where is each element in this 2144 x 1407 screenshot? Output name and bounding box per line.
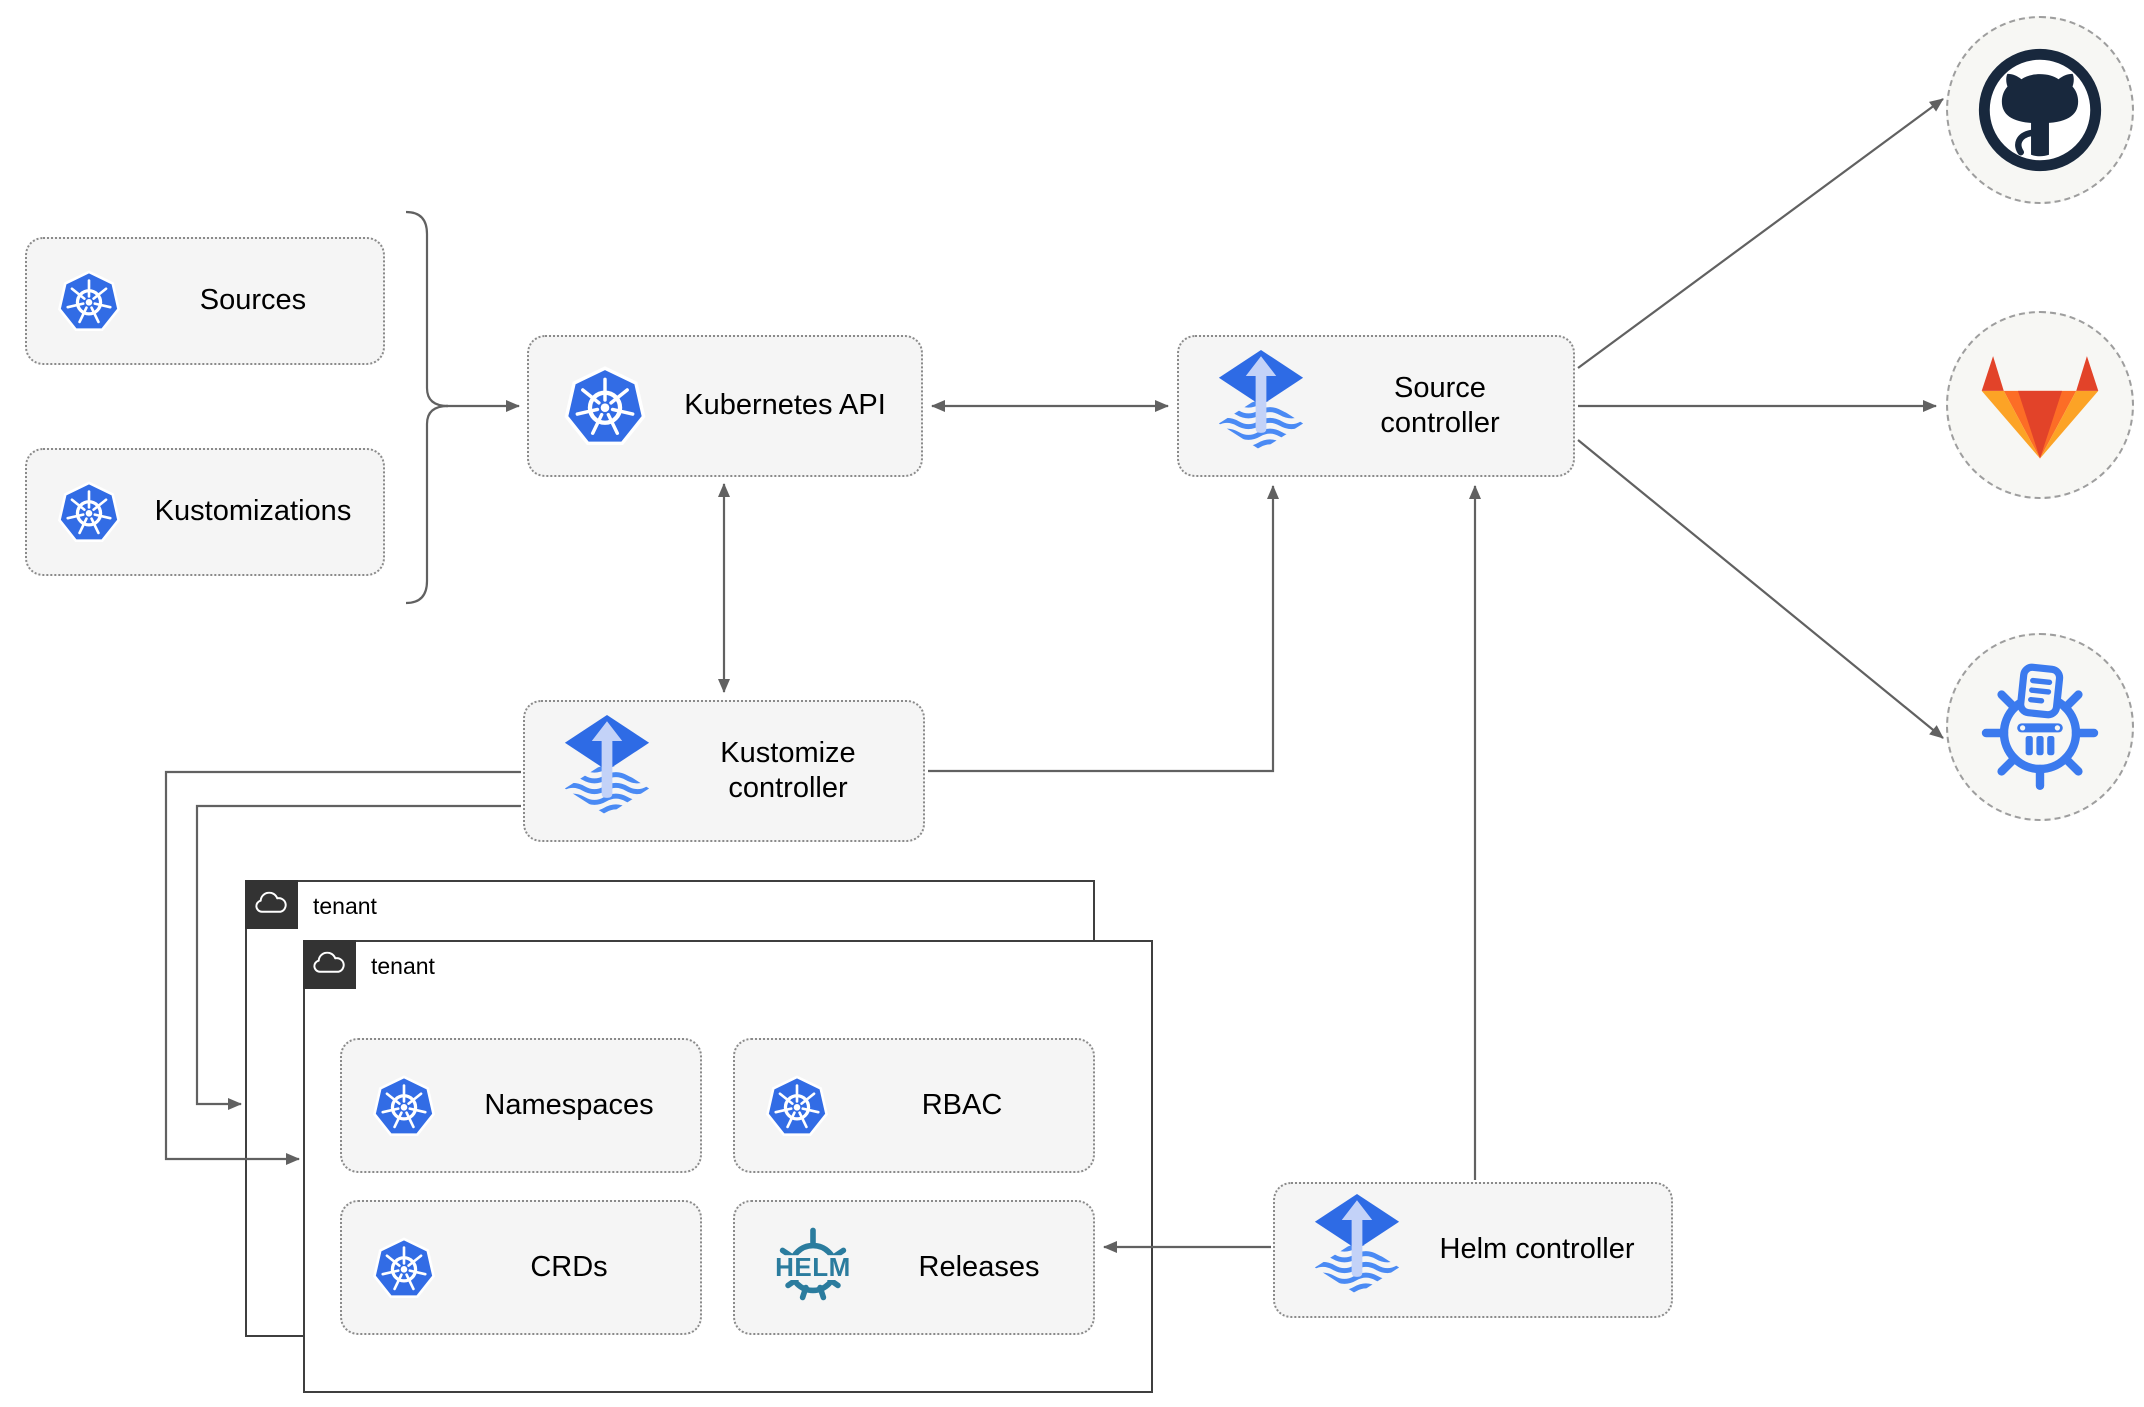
bracket-top [405,210,449,408]
gitlab-icon [1977,347,2103,463]
github-node [1946,16,2134,204]
flux-icon [561,715,653,827]
tenant-badge [302,939,356,989]
kubernetes-icon [370,1235,438,1301]
flux-icon [1215,350,1307,462]
kubernetes-icon [55,268,123,334]
node-releases: HELM Releases [733,1200,1095,1335]
helm-logo-text: HELM [775,1251,851,1282]
tenant-label: tenant [313,893,377,919]
node-label: Namespaces [484,1088,654,1121]
node-label: RBAC [921,1088,1003,1121]
kubernetes-icon [55,479,123,545]
arrow-source-to-registry [1577,439,1944,739]
node-helm-controller: Helm controller [1273,1182,1673,1318]
node-sources: Sources [25,237,385,365]
container-registry-node [1946,633,2134,821]
node-kubernetes-api: Kubernetes API [527,335,923,477]
kubernetes-icon [763,1073,831,1139]
node-kustomize-controller: Kustomize controller [523,700,925,842]
node-source-controller: Source controller [1177,335,1575,477]
node-label: Sources [199,284,307,317]
github-icon [1976,46,2104,174]
node-kustomizations: Kustomizations [25,448,385,576]
node-namespaces: Namespaces [340,1038,702,1173]
node-label: CRDs [530,1250,608,1283]
tenant-badge [244,879,298,929]
tenant-label: tenant [371,953,435,979]
arrow-source-to-github [1577,98,1944,369]
flux-icon [1311,1194,1403,1306]
cloud-icon [311,951,347,977]
bracket-bottom [405,404,449,605]
gitlab-node [1946,311,2134,499]
node-label: Kustomize controller [720,736,856,804]
helm-logo: HELM [761,1220,865,1316]
node-crds: CRDs [340,1200,702,1335]
container-registry-icon [1974,661,2106,793]
kubernetes-icon [561,363,649,449]
node-label: Helm controller [1439,1233,1635,1266]
cloud-icon [253,891,289,917]
node-rbac: RBAC [733,1038,1095,1173]
node-label: Kubernetes API [684,389,886,422]
node-label: Source controller [1380,371,1500,439]
kubernetes-icon [370,1073,438,1139]
node-label: Releases [918,1250,1040,1283]
node-label: Kustomizations [154,495,352,528]
arrow-kustomize-to-source-controller [928,485,1279,773]
